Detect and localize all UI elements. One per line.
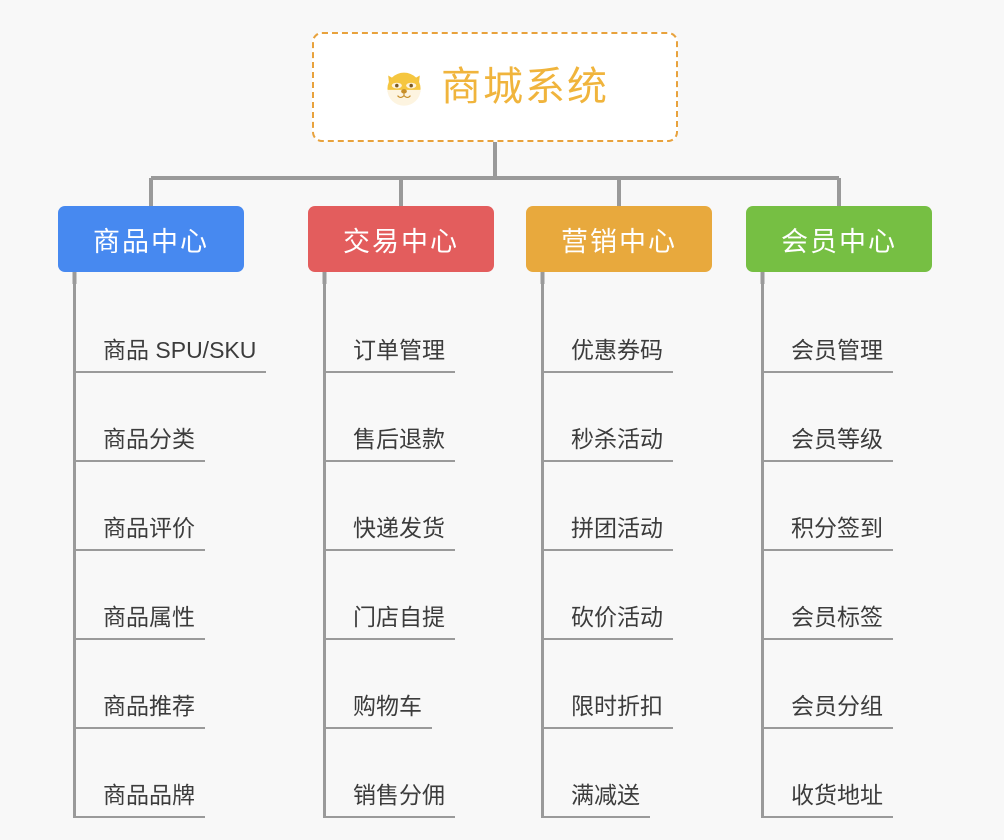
leaf-item[interactable]: 会员管理: [761, 284, 893, 373]
leaf-spine: [73, 284, 76, 818]
leaf-item[interactable]: 收货地址: [761, 729, 893, 818]
category-label: 会员中心: [781, 226, 897, 257]
leaf-item[interactable]: 购物车: [323, 640, 432, 729]
leaf-item-label: 商品品牌: [73, 782, 205, 818]
category-node-4[interactable]: 会员中心: [746, 206, 932, 272]
leaf-item[interactable]: 拼团活动: [541, 462, 673, 551]
leaf-item[interactable]: 商品评价: [73, 462, 205, 551]
leaf-item-label: 商品推荐: [73, 693, 205, 729]
leaf-item[interactable]: 会员分组: [761, 640, 893, 729]
leaf-item-label: 优惠券码: [541, 337, 673, 373]
leaf-item-label: 购物车: [323, 693, 432, 729]
dog-face-emoji: [381, 64, 427, 110]
leaf-item[interactable]: 快递发货: [323, 462, 455, 551]
leaf-item[interactable]: 满减送: [541, 729, 650, 818]
leaf-item[interactable]: 秒杀活动: [541, 373, 673, 462]
leaf-spine: [761, 284, 764, 818]
leaf-item-label: 砍价活动: [541, 604, 673, 640]
leaf-item-label: 订单管理: [323, 337, 455, 373]
leaf-item-label: 满减送: [541, 782, 650, 818]
root-title: 商城系统: [441, 65, 609, 109]
leaf-item-label: 秒杀活动: [541, 426, 673, 462]
category-node-3[interactable]: 营销中心: [526, 206, 712, 272]
leaf-item-label: 商品分类: [73, 426, 205, 462]
leaf-item[interactable]: 商品品牌: [73, 729, 205, 818]
leaf-item-label: 商品 SPU/SKU: [73, 337, 267, 373]
leaf-item[interactable]: 订单管理: [323, 284, 455, 373]
category-node-2[interactable]: 交易中心: [308, 206, 494, 272]
leaf-item-label: 限时折扣: [541, 693, 673, 729]
leaf-item-label: 拼团活动: [541, 515, 673, 551]
category-label: 商品中心: [93, 226, 209, 257]
leaf-item-label: 销售分佣: [323, 782, 455, 818]
leaf-item-label: 售后退款: [323, 426, 455, 462]
leaf-item-label: 门店自提: [323, 604, 455, 640]
leaf-item[interactable]: 售后退款: [323, 373, 455, 462]
leaf-item-label: 会员分组: [761, 693, 893, 729]
leaf-item[interactable]: 门店自提: [323, 551, 455, 640]
leaf-item[interactable]: 商品属性: [73, 551, 205, 640]
leaf-item[interactable]: 商品分类: [73, 373, 205, 462]
leaf-spine: [323, 284, 326, 818]
leaf-item-label: 会员等级: [761, 426, 893, 462]
leaf-spine: [541, 284, 544, 818]
leaf-item[interactable]: 砍价活动: [541, 551, 673, 640]
leaf-item[interactable]: 会员标签: [761, 551, 893, 640]
category-node-1[interactable]: 商品中心: [58, 206, 244, 272]
category-label: 营销中心: [561, 226, 677, 257]
leaf-item[interactable]: 积分签到: [761, 462, 893, 551]
leaf-item-label: 收货地址: [761, 782, 893, 818]
leaf-item[interactable]: 商品 SPU/SKU: [73, 284, 267, 373]
leaf-item-label: 会员管理: [761, 337, 893, 373]
leaf-item[interactable]: 会员等级: [761, 373, 893, 462]
root-node[interactable]: 商城系统: [312, 32, 678, 142]
leaf-item[interactable]: 销售分佣: [323, 729, 455, 818]
leaf-item-label: 积分签到: [761, 515, 893, 551]
leaf-item-label: 快递发货: [323, 515, 455, 551]
leaf-item[interactable]: 商品推荐: [73, 640, 205, 729]
category-label: 交易中心: [343, 226, 459, 257]
leaf-item-label: 商品评价: [73, 515, 205, 551]
leaf-item-label: 商品属性: [73, 604, 205, 640]
leaf-item-label: 会员标签: [761, 604, 893, 640]
leaf-item[interactable]: 优惠券码: [541, 284, 673, 373]
leaf-item[interactable]: 限时折扣: [541, 640, 673, 729]
